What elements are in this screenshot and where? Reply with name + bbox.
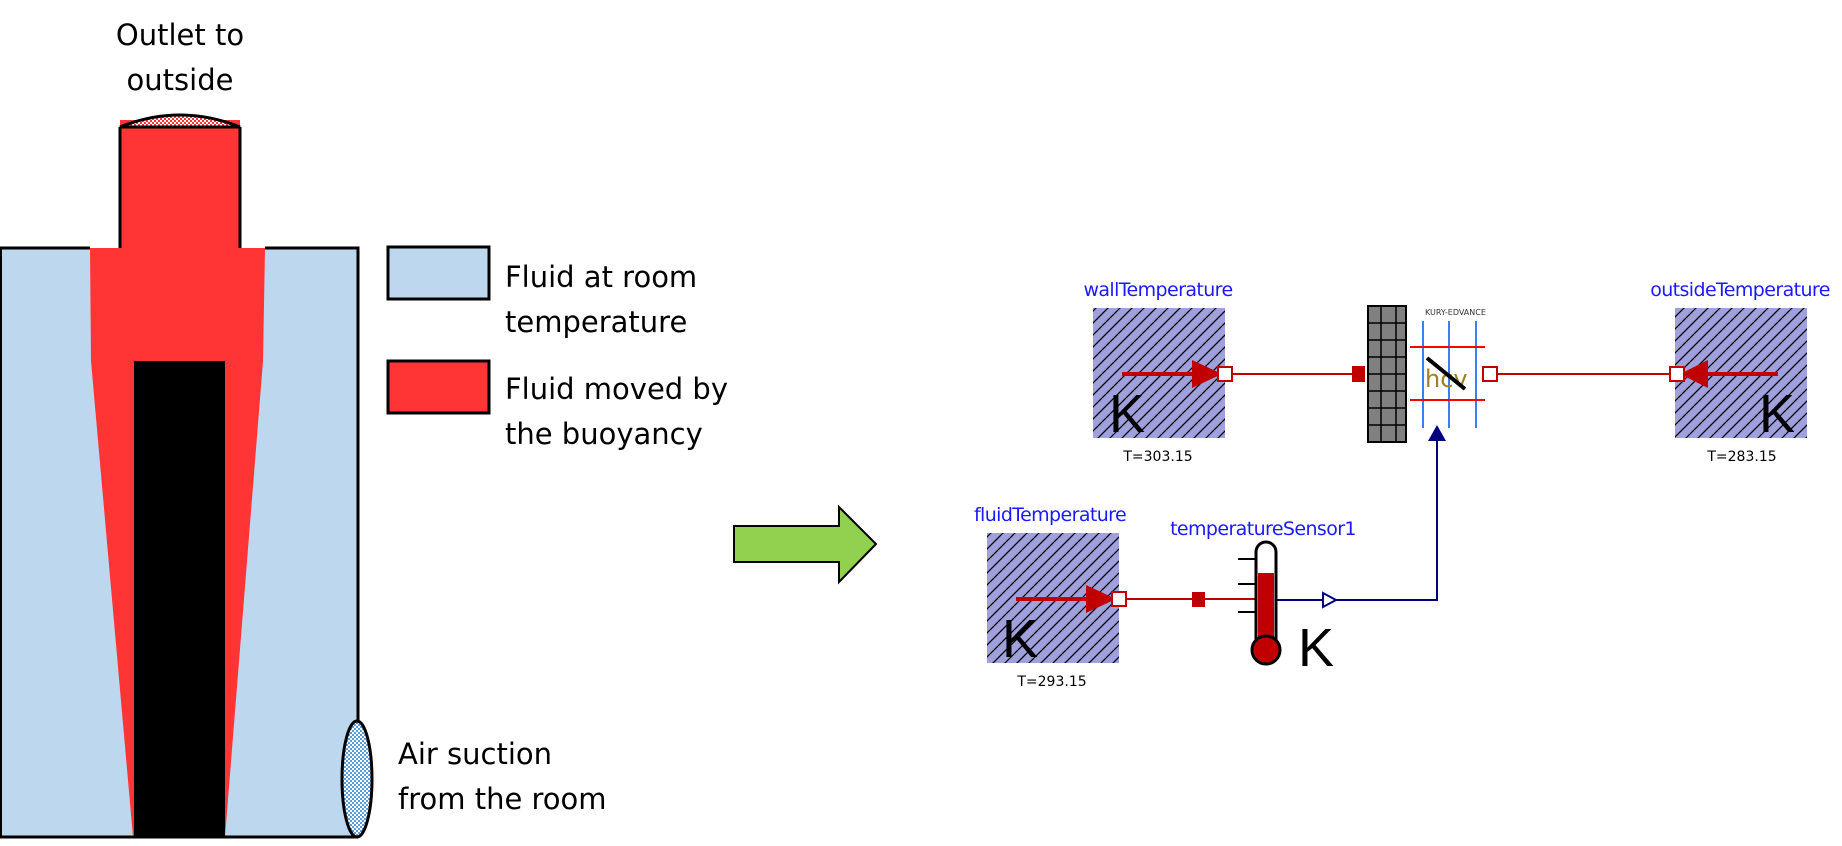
- outlet-label-line2: outside: [127, 63, 234, 97]
- outside-temperature-unit: K: [1759, 384, 1795, 444]
- chimney-pipe: [120, 120, 240, 250]
- room-box-outline: [0, 246, 360, 839]
- temperature-sensor-unit: K: [1298, 618, 1334, 678]
- convection-label: hcv: [1425, 365, 1468, 393]
- outside-temperature-arrow-head: [1680, 360, 1708, 388]
- convection-block[interactable]: KURY-EDVANCE hcv: [1410, 308, 1498, 441]
- legend-label-room-fluid-line2: temperature: [505, 305, 687, 339]
- thermometer-mercury: [1258, 573, 1274, 653]
- wall-conductor-block[interactable]: [1352, 305, 1407, 443]
- air-inlet-opening: [340, 719, 374, 839]
- wall-conductor-port[interactable]: [1352, 366, 1365, 382]
- convection-input-arrow[interactable]: [1428, 425, 1446, 441]
- fluid-temperature-block[interactable]: fluidTemperature K T=293.15: [974, 504, 1127, 690]
- thermometer-scale-ticks: [1238, 558, 1256, 613]
- fluid-temperature-arrow-head: [1086, 585, 1116, 613]
- legend-label-buoyant-fluid-line2: the buoyancy: [505, 417, 703, 451]
- wall-temperature-arrow-head: [1192, 360, 1222, 388]
- temperature-sensor-name: temperatureSensor1: [1170, 518, 1356, 540]
- legend-swatch-buoyant-fluid: [386, 359, 491, 415]
- outlet-label-line1: Outlet to: [116, 18, 244, 52]
- wall-temperature-unit: K: [1109, 384, 1145, 444]
- legend-swatch-room-fluid: [386, 245, 491, 301]
- wall-temperature-block[interactable]: wallTemperature K T=303.15: [1083, 279, 1233, 465]
- thermometer-bulb: [1250, 634, 1282, 666]
- fluid-temperature-unit: K: [1002, 609, 1038, 669]
- chimney-outlet-opening: [119, 113, 241, 129]
- convection-caption: KURY-EDVANCE: [1425, 308, 1486, 317]
- legend: Fluid at room temperature Fluid moved by…: [386, 245, 728, 451]
- wall-temperature-port[interactable]: [1217, 366, 1233, 382]
- fluid-temperature-port[interactable]: [1111, 591, 1127, 607]
- wall-brick-grid: [1368, 306, 1406, 442]
- outside-temperature-name: outsideTemperature: [1650, 279, 1830, 301]
- temperature-sensor-block[interactable]: temperatureSensor1 K: [1170, 518, 1356, 678]
- modelica-diagram: wallTemperature K T=303.15 KURY-EDVANCE …: [974, 279, 1830, 690]
- legend-label-room-fluid-line1: Fluid at room: [505, 260, 697, 294]
- air-suction-label-line1: Air suction: [398, 737, 552, 771]
- right-arrow-icon: [733, 504, 878, 585]
- fluid-temperature-name: fluidTemperature: [974, 504, 1126, 526]
- fluid-temperature-param: T=293.15: [1016, 674, 1086, 690]
- outside-temperature-param: T=283.15: [1706, 449, 1776, 465]
- signal-connection-temperature: [1276, 432, 1438, 601]
- temperature-sensor-port[interactable]: [1192, 592, 1205, 607]
- outside-temperature-block[interactable]: outsideTemperature K T=283.15: [1650, 279, 1830, 465]
- heated-core: [134, 361, 225, 837]
- legend-label-buoyant-fluid-line1: Fluid moved by: [505, 372, 728, 406]
- convection-fluid-port[interactable]: [1482, 366, 1498, 382]
- outside-temperature-port[interactable]: [1669, 366, 1685, 382]
- temperature-sensor-output[interactable]: [1322, 591, 1339, 609]
- convection-slash: [1425, 356, 1467, 391]
- wall-temperature-param: T=303.15: [1122, 449, 1192, 465]
- air-suction-label-line2: from the room: [398, 782, 607, 816]
- wall-temperature-name: wallTemperature: [1083, 279, 1232, 301]
- chimney-schematic: Outlet to outside Air suction from the r…: [0, 18, 607, 839]
